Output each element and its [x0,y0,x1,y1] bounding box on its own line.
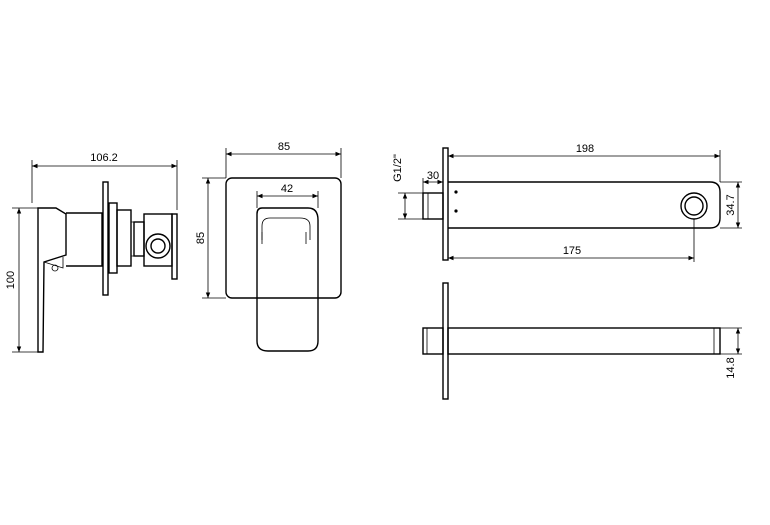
dim-thread: G1/2" [392,154,404,182]
lever-handle-outline [37,207,67,353]
dim-spout-length: 198 [576,143,594,155]
dim-side-height: 100 [5,271,17,289]
spout-side-view: 198 175 30 G1/2" 34.7 [392,143,742,262]
valve-fitting [145,233,171,259]
dim-spout-projection: 175 [563,245,581,257]
mixer-side-view: 106.2 100 [5,152,178,353]
dim-side-width: 106.2 [90,152,118,164]
mixer-front-view: 85 42 85 [195,141,342,352]
dim-handle-width: 42 [281,183,293,195]
spout-top-wall-plate [442,282,449,400]
wall-plate-front [225,177,342,299]
spout-wall-plate [442,147,449,261]
dim-inlet-length: 30 [427,170,439,182]
dim-plate-width: 85 [278,141,290,153]
wall-plate-side [102,181,109,296]
spout-inlet [422,192,444,220]
spout-top-body [447,327,721,355]
dim-spout-thickness: 14.8 [725,357,737,378]
dim-spout-height: 34.7 [725,194,737,215]
spout-top-inlet [422,327,444,355]
mixer-body [66,212,103,267]
spout-body [448,181,721,229]
spout-top-view: 14.8 [422,282,742,400]
dim-plate-height: 85 [195,232,207,244]
lever-front [256,207,319,352]
